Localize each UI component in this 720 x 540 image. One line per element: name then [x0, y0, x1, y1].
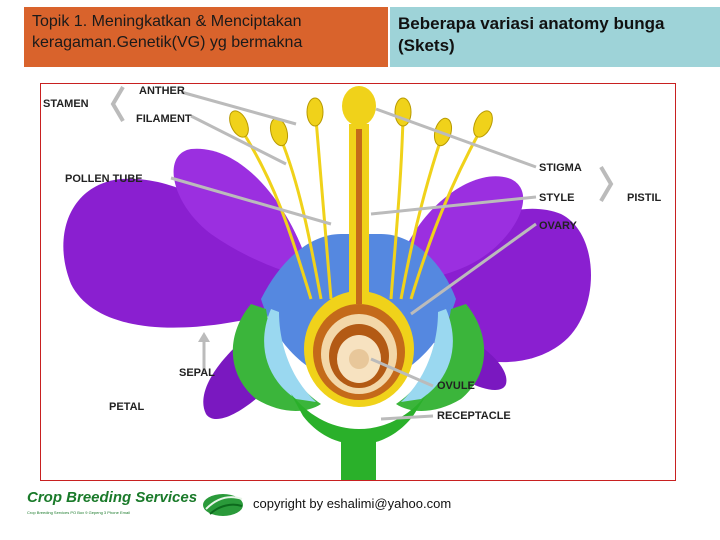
leader-style: [370, 195, 537, 216]
label-ovary: OVARY: [539, 220, 578, 232]
leaf-icon: [203, 494, 243, 516]
leader-lines: [170, 90, 537, 421]
logo-subtext: Crop Breeding Services PO Box 9 Gepeng 3…: [27, 510, 130, 515]
anther: [306, 97, 324, 127]
flower-anatomy-svg: STAMEN ANTHER FILAMENT POLLEN TUBE STIGM…: [43, 85, 662, 480]
copyright-text: copyright by eshalimi@yahoo.com: [253, 496, 452, 511]
anthers: [229, 97, 493, 147]
stigma-shape: [342, 86, 376, 126]
header-topic: Topik 1. Meningkatkan & Menciptakan kera…: [24, 7, 388, 67]
label-ovule: OVULE: [437, 380, 475, 392]
label-filament: FILAMENT: [136, 113, 192, 125]
leader-anther: [180, 90, 297, 126]
crop-breeding-logo: Crop Breeding Services Crop Breeding Ser…: [22, 487, 247, 521]
leader-ovary: [410, 222, 537, 316]
label-anther: ANTHER: [139, 85, 185, 97]
filament: [314, 118, 333, 300]
leader-receptacle: [380, 414, 434, 421]
stamen-bracket: [110, 85, 125, 123]
pistil-bracket: [599, 165, 614, 203]
label-pollen-tube: POLLEN TUBE: [65, 173, 143, 185]
label-pistil: PISTIL: [627, 192, 662, 204]
filament: [409, 128, 483, 300]
sepal-arrow-icon: [198, 332, 210, 342]
petal-left-upper: [173, 148, 311, 279]
ovule-core: [349, 349, 369, 369]
filament: [279, 138, 323, 300]
label-style: STYLE: [539, 192, 574, 204]
label-stamen: STAMEN: [43, 98, 89, 110]
sepal-inner-right: [401, 309, 453, 402]
leader-pollen-tube: [170, 176, 332, 226]
logo-text: Crop Breeding Services: [27, 489, 198, 506]
filament: [389, 118, 405, 300]
sepal-inner-left: [264, 309, 316, 402]
topic-title: Topik 1. Meningkatkan & Menciptakan kera…: [32, 13, 303, 51]
flower-diagram: STAMEN ANTHER FILAMENT POLLEN TUBE STIGM…: [40, 83, 676, 481]
anther: [229, 110, 249, 138]
slide-title: Beberapa variasi anatomy bunga (Skets): [398, 14, 665, 55]
label-receptacle: RECEPTACLE: [437, 410, 511, 422]
filament: [399, 138, 443, 300]
label-petal: PETAL: [109, 401, 145, 413]
receptacle: [291, 394, 427, 480]
style-inner: [356, 129, 362, 304]
label-sepal: SEPAL: [179, 367, 215, 379]
label-stigma: STIGMA: [539, 162, 582, 174]
anther: [473, 110, 493, 138]
leader-ovule: [370, 357, 434, 388]
leader-filament: [190, 114, 287, 166]
header-subtitle: Beberapa variasi anatomy bunga (Skets): [390, 7, 720, 67]
petal-left: [63, 178, 316, 328]
leader-stigma: [375, 107, 537, 169]
